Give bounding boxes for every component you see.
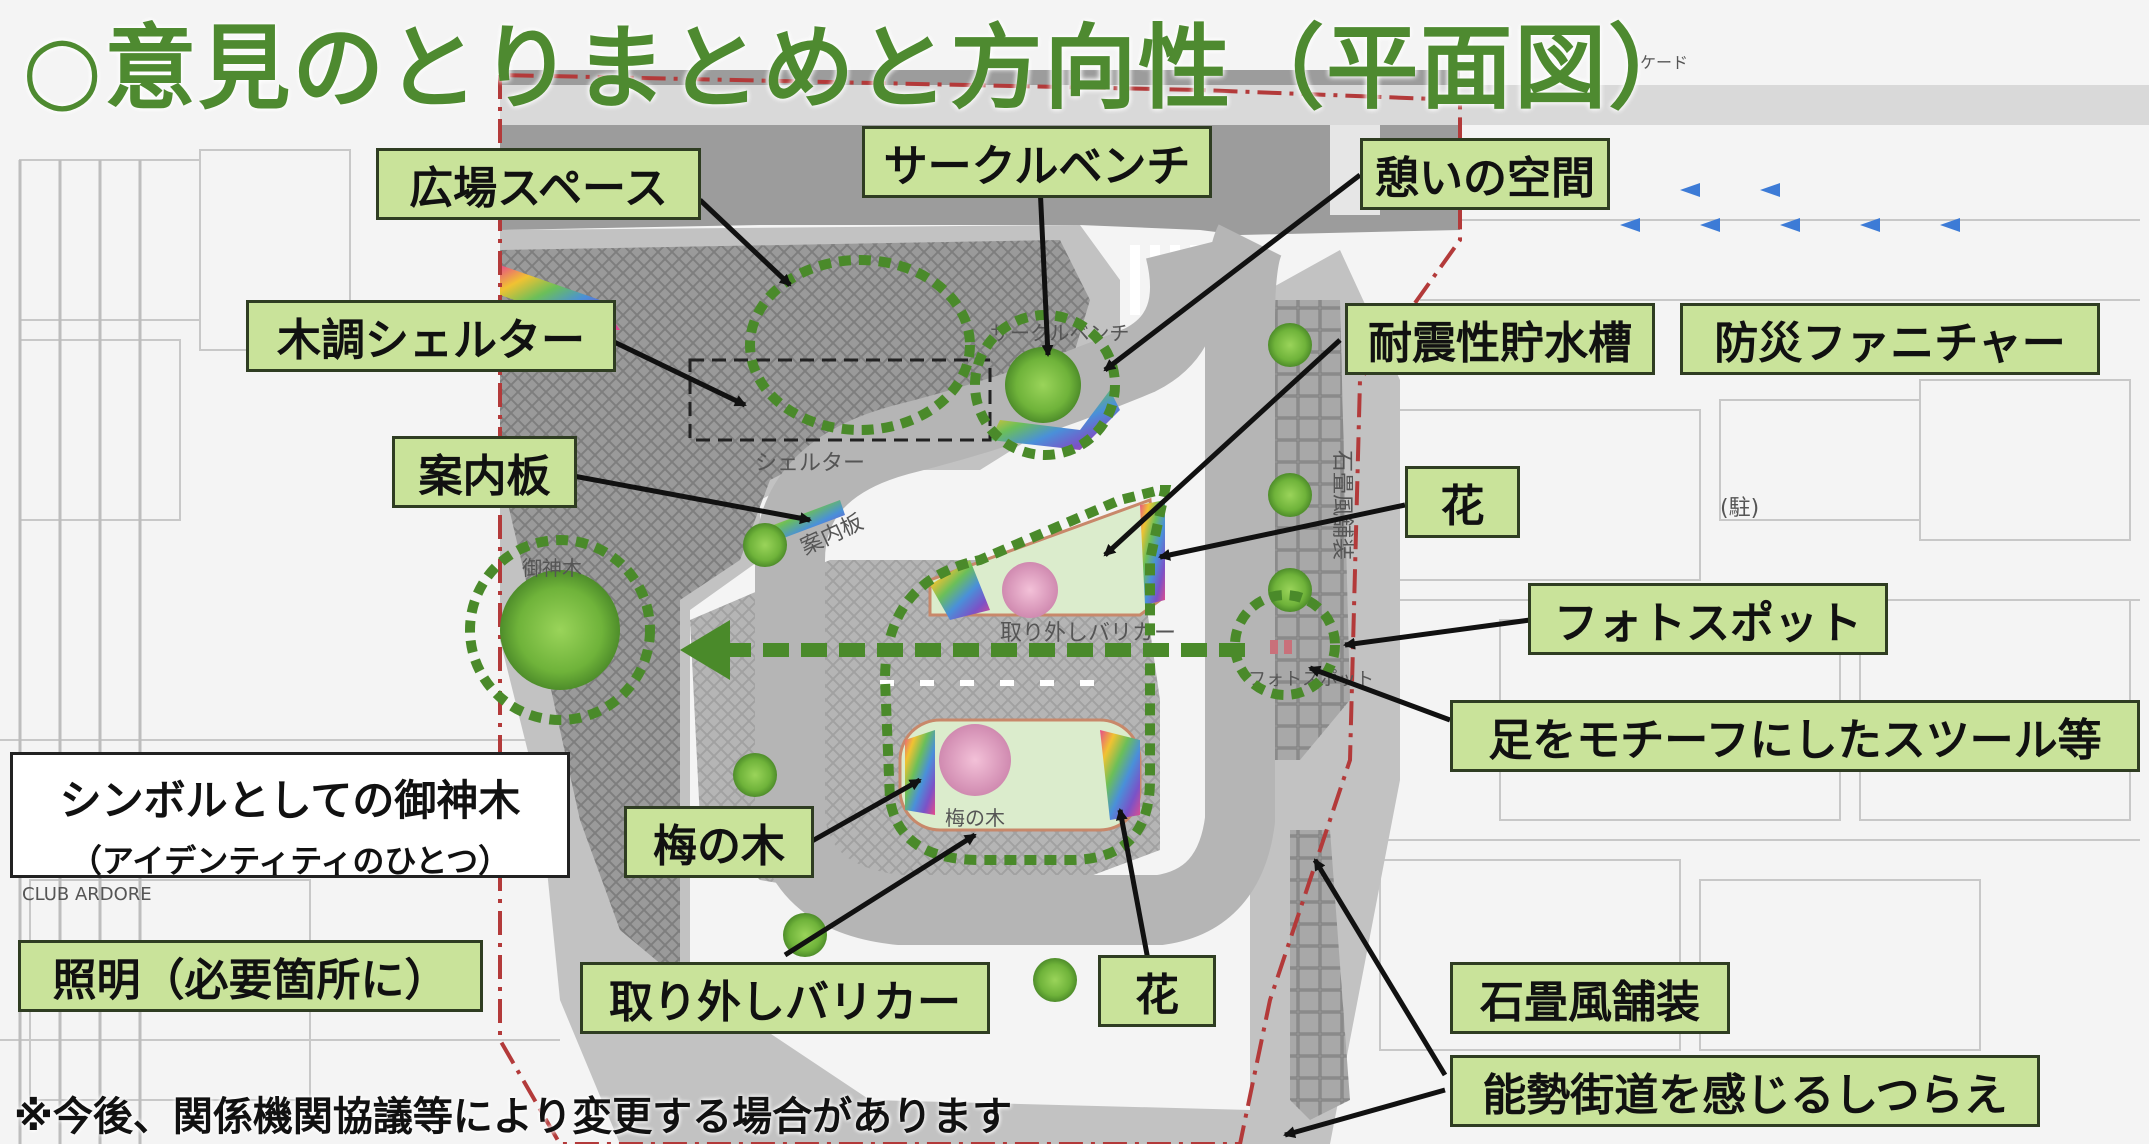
symbol-tree-subtitle: （アイデンティティのひとつ） xyxy=(69,842,511,880)
label-disaster-furniture: 防災ファニチャー xyxy=(1680,303,2100,375)
rainbow-bed-left xyxy=(905,730,935,815)
footnote: ※今後、関係機関協議等により変更する場合があります xyxy=(14,1094,1013,1140)
map-text-sacred-tree: 御神木 xyxy=(522,556,582,580)
map-text-photo-spot: フォトスポット xyxy=(1248,669,1374,690)
upper-street xyxy=(500,85,2149,125)
label-wooden-shelter: 木調シェルター xyxy=(246,300,616,372)
winding-road xyxy=(755,224,1283,945)
page-title: ○意見のとりまとめと方向性（平面図） xyxy=(22,15,1703,122)
label-removable-bollard: 取り外しバリカー xyxy=(580,962,990,1034)
label-info-board: 案内板 xyxy=(392,436,577,508)
bollard-line xyxy=(880,680,1094,686)
plum-blossom-upper xyxy=(1002,562,1058,618)
map-text-shelter: シェルター xyxy=(755,451,865,476)
label-lighting: 照明（必要箇所に） xyxy=(18,940,483,1012)
label-quake-water-tank: 耐震性貯水槽 xyxy=(1345,303,1655,375)
foot-stools xyxy=(1270,640,1292,654)
map-text-arcade: ケード xyxy=(1640,53,1688,72)
map-text-circle-bench: サークルベンチ xyxy=(990,321,1129,345)
traffic-arrows xyxy=(1590,183,1960,232)
map-text-stone-paving: 石畳風舗装 xyxy=(1329,450,1354,560)
plum-blossom-lower xyxy=(939,724,1011,796)
map-text-ume-tree: 梅の木 xyxy=(945,806,1005,830)
label-plaza-space: 広場スペース xyxy=(376,148,701,220)
visual-axis-arrowhead xyxy=(680,620,730,680)
label-flower-bottom: 花 xyxy=(1098,955,1216,1027)
label-rest-space: 憩いの空間 xyxy=(1360,138,1610,210)
trees xyxy=(500,323,1312,1002)
symbol-tree-box: シンボルとしての御神木 （アイデンティティのひとつ） xyxy=(10,752,570,880)
map-text-parking: (駐) xyxy=(1720,496,1759,521)
shelter-outline xyxy=(688,358,992,442)
site-boundary xyxy=(498,73,1462,1144)
label-flower-top: 花 xyxy=(1405,466,1520,538)
label-photo-spot: フォトスポット xyxy=(1528,583,1888,655)
label-foot-stool: 足をモチーフにしたスツール等 xyxy=(1450,700,2140,772)
symbol-tree-title: シンボルとしての御神木 xyxy=(59,776,521,825)
rainbow-bed-right2 xyxy=(1100,730,1140,820)
stone-paving-strip-lower xyxy=(1290,830,1350,1120)
leader-arrows xyxy=(567,173,1531,1139)
rainbow-bed-top xyxy=(930,560,990,620)
label-nose-road: 能勢街道を感じるしつらえ xyxy=(1450,1055,2040,1127)
map-text-club: CLUB ARDORE xyxy=(22,884,152,905)
label-ume-tree: 梅の木 xyxy=(624,806,814,878)
label-circle-bench: サークルベンチ xyxy=(862,126,1212,198)
label-stone-paving: 石畳風舗装 xyxy=(1450,962,1730,1034)
